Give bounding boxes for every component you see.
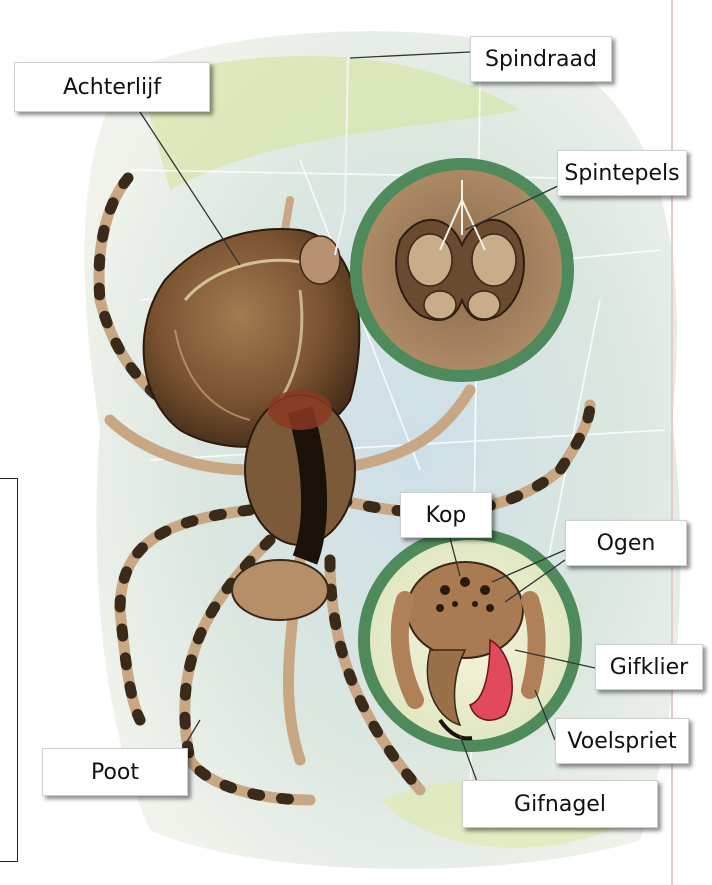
label-gifklier: Gifklier [595, 644, 703, 690]
label-voelspriet: Voelspriet [555, 718, 689, 764]
label-poot: Poot [42, 748, 188, 796]
label-achterlijf: Achterlijf [14, 62, 210, 112]
head-inset [358, 528, 582, 752]
label-gifnagel: Gifnagel [462, 780, 658, 828]
side-panel-frame [0, 478, 18, 862]
label-ogen: Ogen [565, 520, 687, 566]
label-spintepels: Spintepels [557, 150, 687, 196]
label-spindraad: Spindraad [470, 36, 612, 82]
label-kop: Kop [400, 492, 492, 538]
spinneret-inset [350, 158, 574, 382]
